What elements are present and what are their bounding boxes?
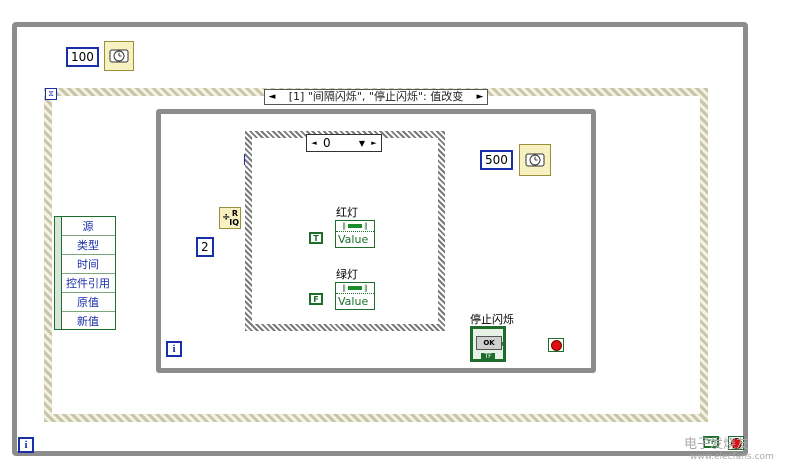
clock-icon	[525, 153, 545, 167]
boolean-indicator-header: ‖‖	[342, 222, 368, 230]
stop-blink-button[interactable]: OK TF ▸	[470, 326, 506, 362]
event-data-node-edge	[55, 217, 62, 329]
event-data-node[interactable]: 源 类型 时间 控件引用 原值 新值	[54, 216, 116, 330]
red-light-indicator[interactable]: ‖‖ Value	[335, 220, 375, 248]
outer-wait-constant[interactable]: 100	[66, 47, 99, 67]
watermark-url: www.elecfans.com	[690, 452, 774, 462]
stop-sign-icon	[730, 437, 742, 449]
boolean-badge: TF	[481, 353, 495, 360]
ok-button-face: OK	[476, 336, 502, 350]
event-timeout-terminal[interactable]: ⧖	[45, 88, 57, 100]
event-data-item[interactable]: 原值	[61, 293, 115, 312]
output-arrow-icon: ▸	[501, 339, 506, 348]
outer-stop-terminal[interactable]	[728, 436, 744, 450]
inner-iteration-terminal[interactable]: i	[166, 341, 182, 357]
true-constant[interactable]: T	[309, 232, 323, 244]
event-data-item[interactable]: 类型	[61, 236, 115, 255]
hourglass-icon: ⧖	[48, 89, 54, 98]
quotient-remainder-node[interactable]: ÷ R IQ	[219, 207, 241, 229]
event-case-title: [1] "间隔闪烁", "停止闪烁": 值改变	[288, 90, 464, 103]
red-light-label: 红灯	[336, 206, 358, 219]
inner-stop-terminal[interactable]	[548, 338, 564, 352]
boolean-indicator-header: ‖‖	[342, 284, 368, 292]
case-prev-arrow[interactable]: ◄	[311, 139, 317, 147]
watermark: 电子发烧友	[684, 437, 750, 452]
inner-while-loop[interactable]	[156, 109, 596, 373]
red-light-value-label: Value	[336, 231, 374, 248]
divide-icon: ÷	[222, 212, 231, 223]
outer-while-loop[interactable]	[12, 22, 748, 456]
inner-wait-constant[interactable]: 500	[480, 150, 513, 170]
false-constant[interactable]: F	[309, 293, 323, 305]
case-selector-value: 0	[323, 136, 331, 150]
next-case-button[interactable]: ►	[476, 92, 484, 102]
clock-icon	[109, 49, 129, 63]
event-data-item[interactable]: 新值	[77, 315, 99, 328]
remainder-label: R	[231, 209, 238, 218]
divisor-constant[interactable]: 2	[196, 237, 214, 257]
outer-iteration-terminal[interactable]: i	[18, 437, 34, 453]
inner-wait-node[interactable]	[519, 144, 551, 176]
quotient-label: IQ	[229, 218, 239, 227]
case-selector[interactable]: ◄ 0 ▼ ►	[306, 134, 382, 152]
event-data-item[interactable]: 时间	[61, 255, 115, 274]
stop-blink-label: 停止闪烁	[470, 313, 514, 326]
event-data-item[interactable]: 控件引用	[61, 274, 115, 293]
outer-wait-node[interactable]	[104, 41, 134, 71]
event-case-selector[interactable]: ◄ [1] "间隔闪烁", "停止闪烁": 值改变 ►	[264, 89, 488, 105]
prev-case-button[interactable]: ◄	[268, 92, 276, 102]
chevron-down-icon[interactable]: ▼	[358, 138, 365, 148]
green-light-indicator[interactable]: ‖‖ Value	[335, 282, 375, 310]
case-next-arrow[interactable]: ►	[371, 139, 377, 147]
outer-stop-boolean[interactable]: TF	[703, 436, 719, 448]
green-light-value-label: Value	[336, 293, 374, 310]
event-data-item[interactable]: 源	[61, 217, 115, 236]
stop-sign-icon	[550, 339, 562, 351]
green-light-label: 绿灯	[336, 268, 358, 281]
